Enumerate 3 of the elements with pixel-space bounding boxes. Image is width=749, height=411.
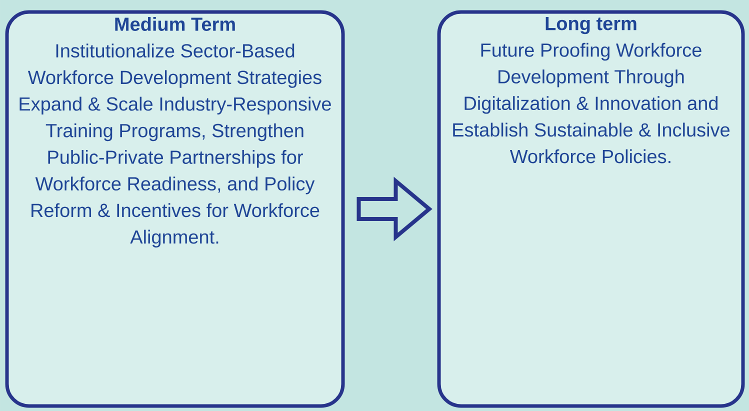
arrow — [356, 176, 432, 242]
text-box: Medium Term Institutionalize Sector-Based Workforce Development Strategies Expand & Scale Industry-Responsive Training Programs, Strengthen Public-Private Partnerships for Workforce Readiness, and Policy Reform & Incentives for Workforce Alignment. — [5, 10, 345, 408]
text-box: Long term Future Proofing Workforce Development Through Digitalization & Innovation and Establish Sustainable & Inclusive Workforce Policies. — [437, 10, 745, 408]
